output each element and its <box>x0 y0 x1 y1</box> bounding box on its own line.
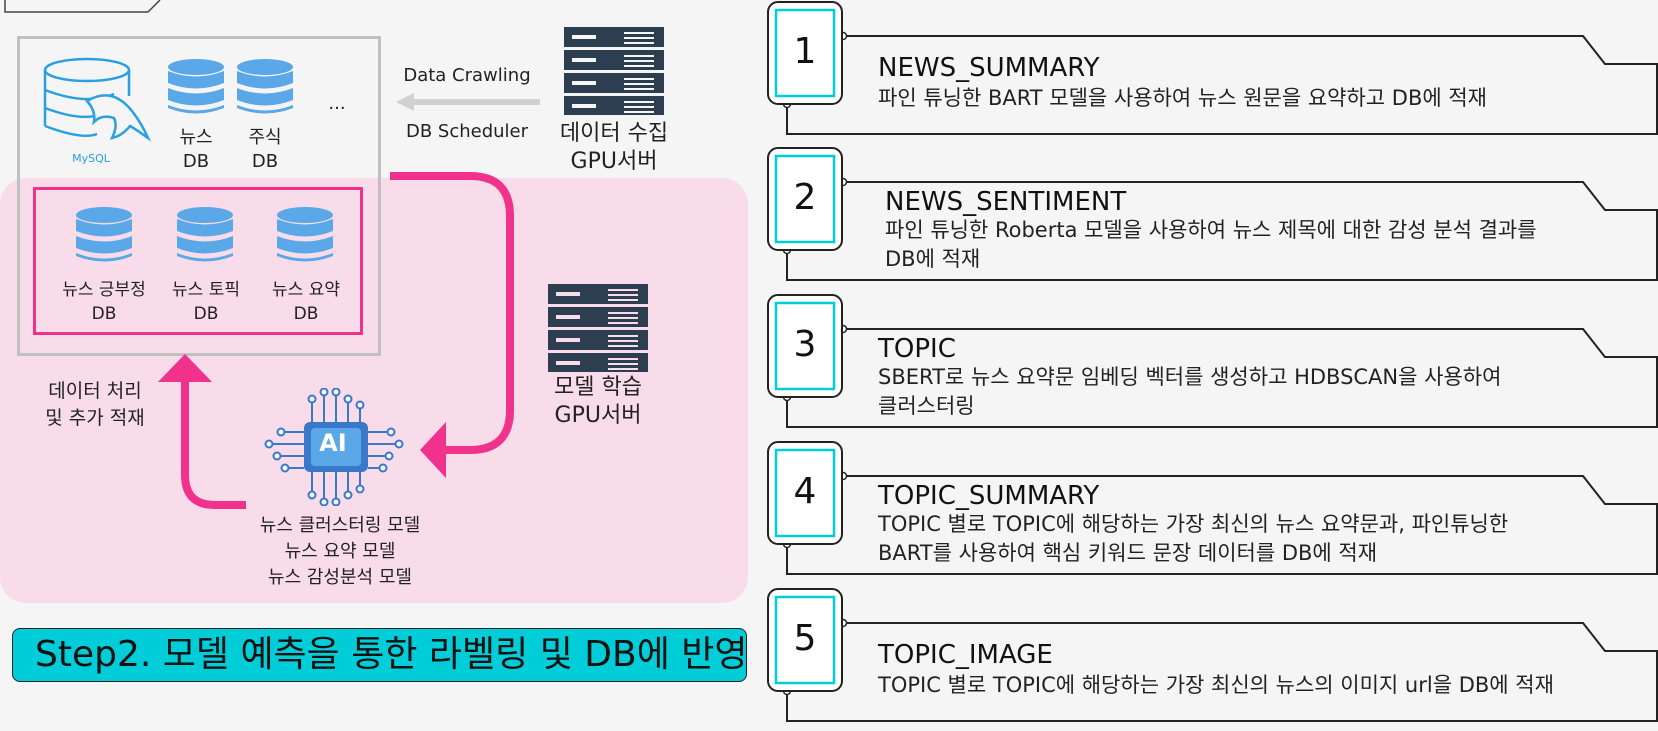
card-number: 4 <box>793 471 817 512</box>
card-number: 2 <box>793 177 817 218</box>
card-description: TOPIC 별로 TOPIC에 해당하는 가장 최신의 뉴스의 이미지 url을… <box>878 673 1554 697</box>
mysql-label: MySQL <box>72 152 110 165</box>
card-title: NEWS_SUMMARY <box>878 53 1100 83</box>
card-number: 5 <box>793 618 817 659</box>
ai-chip-icon <box>264 388 404 506</box>
stock-db-icon <box>237 59 293 114</box>
ai-chip-label: AI <box>319 429 347 457</box>
process-label: 데이터 처리 및 추가 적재 <box>45 380 145 429</box>
result-db-container <box>33 187 363 335</box>
train-server-icon <box>548 284 648 372</box>
topic-db-icon <box>177 207 233 262</box>
models-label: 뉴스 클러스터링 모델 뉴스 요약 모델 뉴스 감성분석 모델 <box>259 515 421 588</box>
card-description: 파인 튜닝한 BART 모델을 사용하여 뉴스 원문을 요약하고 DB에 적재 <box>878 86 1487 110</box>
card-number: 3 <box>793 324 817 365</box>
card-description: TOPIC 별로 TOPIC에 해당하는 가장 최신의 뉴스 요약문과, 파인튜… <box>878 512 1509 565</box>
card-title: TOPIC_IMAGE <box>878 640 1053 670</box>
crawling-arrow <box>396 93 540 111</box>
card-title: TOPIC_SUMMARY <box>878 481 1100 511</box>
card-title: TOPIC <box>878 334 956 364</box>
train-server-label: 모델 학습 GPU서버 <box>554 375 642 428</box>
card-description: SBERT로 뉴스 요약문 임베딩 벡터를 생성하고 HDBSCAN을 사용하여… <box>878 365 1502 418</box>
task-card: 1 NEWS_SUMMARY 파인 튜닝한 BART 모델을 사용하여 뉴스 원… <box>765 0 1658 140</box>
task-card: 3 TOPIC SBERT로 뉴스 요약문 임베딩 벡터를 생성하고 HDBSC… <box>765 293 1658 433</box>
card-title: NEWS_SENTIMENT <box>885 187 1127 217</box>
database-container <box>17 36 381 356</box>
card-frame <box>767 588 1658 722</box>
task-card: 4 TOPIC_SUMMARY TOPIC 별로 TOPIC에 해당하는 가장 … <box>765 440 1658 580</box>
task-card-list: 1 NEWS_SUMMARY 파인 튜닝한 BART 모델을 사용하여 뉴스 원… <box>765 0 1658 731</box>
sentiment-db-label: 뉴스 긍부정 DB <box>62 280 146 324</box>
collect-server-icon <box>564 27 664 115</box>
stock-db-label: 주식 DB <box>248 127 282 172</box>
topic-db-label: 뉴스 토픽 DB <box>172 280 240 324</box>
task-card: 2 NEWS_SENTIMENT 파인 튜닝한 Roberta 모델을 사용하여… <box>765 146 1658 286</box>
db-scheduler-label: DB Scheduler <box>405 121 529 142</box>
card-frame <box>767 294 1658 428</box>
card-frame <box>767 441 1658 575</box>
mysql-logo-icon <box>43 57 151 142</box>
step-title-banner: Step2. 모델 예측을 통한 라벨링 및 DB에 반영 <box>12 628 747 682</box>
card-number: 1 <box>793 31 817 72</box>
flow-arrows <box>158 172 514 509</box>
collect-server-label: 데이터 수집 GPU서버 <box>559 121 669 174</box>
card-frame <box>767 147 1658 281</box>
summary-db-label: 뉴스 요약 DB <box>272 280 340 324</box>
card-frame <box>767 1 1658 135</box>
card-description: 파인 튜닝한 Roberta 모델을 사용하여 뉴스 제목에 대한 감성 분석 … <box>885 218 1537 271</box>
data-crawling-label: Data Crawling <box>403 65 531 86</box>
summary-db-icon <box>277 207 333 262</box>
sentiment-db-icon <box>76 207 132 262</box>
news-db-icon <box>168 59 224 114</box>
top-frame-fragment <box>4 0 161 13</box>
task-card: 5 TOPIC_IMAGE TOPIC 별로 TOPIC에 해당하는 가장 최신… <box>765 587 1658 727</box>
more-dbs-ellipsis: ... <box>328 93 346 114</box>
news-db-label: 뉴스 DB <box>179 127 213 172</box>
